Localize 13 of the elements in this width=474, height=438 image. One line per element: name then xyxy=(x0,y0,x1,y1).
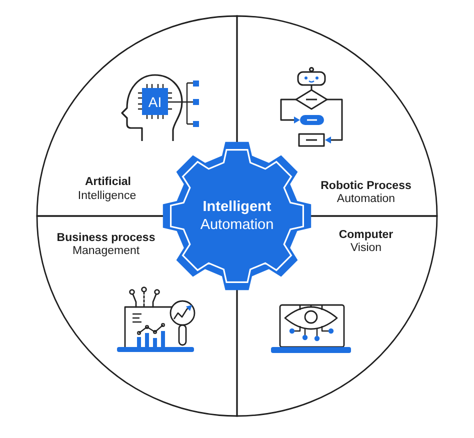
quadrant-subtitle: Automation xyxy=(336,193,396,205)
quadrant-title: Computer xyxy=(338,229,394,241)
processor-chip xyxy=(142,88,168,115)
quadrant-title: Artificial xyxy=(85,176,131,188)
quadrant-subtitle: Intelligence xyxy=(78,190,136,202)
gear-shape xyxy=(161,140,313,292)
quadrant-subtitle: Management xyxy=(72,245,140,257)
chip-label: AI xyxy=(148,94,162,110)
gear-subtitle: Automation xyxy=(200,217,274,233)
quadrant-title: Business process xyxy=(56,232,156,244)
gear-title: Intelligent xyxy=(202,199,272,215)
quadrant-subtitle: Vision xyxy=(350,242,382,254)
quadrant-title: Robotic Process xyxy=(320,180,412,192)
